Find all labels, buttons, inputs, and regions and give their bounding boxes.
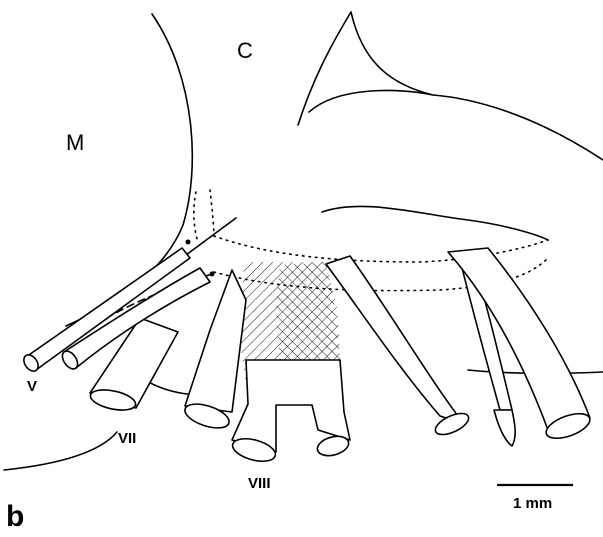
label-nerve-vii: VII xyxy=(118,430,136,447)
label-nerve-viii: VIII xyxy=(248,475,271,492)
nerve-root-viii xyxy=(185,270,246,412)
pons-contour xyxy=(322,206,548,240)
nerve-root xyxy=(448,248,590,430)
dotted-boundary-upper xyxy=(214,236,548,262)
dotted-edge-right xyxy=(210,190,214,236)
nerve-root xyxy=(494,410,515,446)
point-marker xyxy=(186,240,191,245)
point-marker xyxy=(210,272,215,277)
nerve-root xyxy=(326,256,464,424)
label-nerve-v: V xyxy=(27,378,37,395)
flocculus-outline xyxy=(298,12,603,160)
label-c: C xyxy=(237,38,253,64)
dotted-edge-left xyxy=(194,192,198,242)
medulla-lower-outline xyxy=(4,432,117,470)
panel-label: b xyxy=(6,500,24,534)
label-m: M xyxy=(66,130,84,156)
scale-bar-label: 1 mm xyxy=(513,495,552,512)
cerebellum-outline xyxy=(66,14,192,326)
